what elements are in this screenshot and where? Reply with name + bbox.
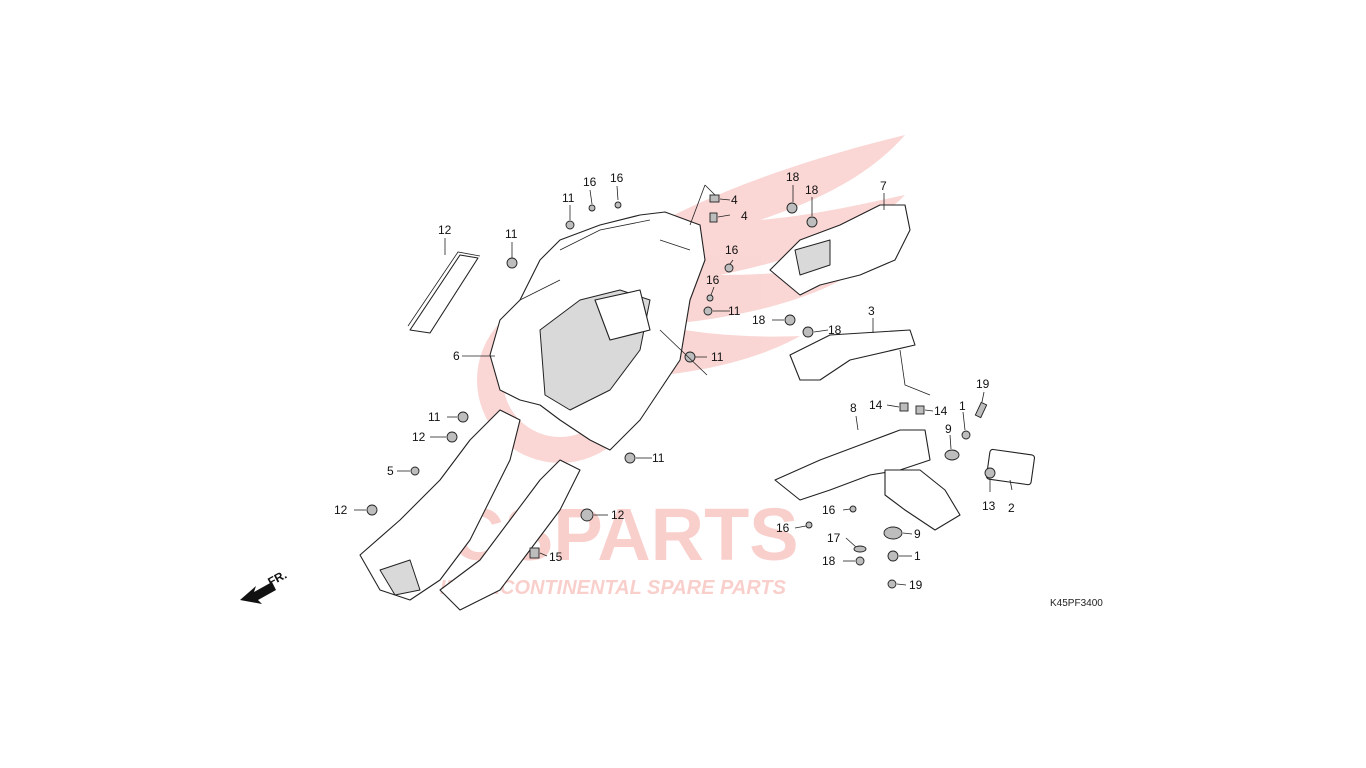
callout-14: 14	[934, 404, 948, 418]
callout-16: 16	[583, 175, 597, 189]
callout-1: 1	[914, 549, 921, 563]
front-direction-arrow: FR.	[240, 568, 289, 604]
callout-1: 1	[959, 399, 966, 413]
callout-numbers: 12 11 11 16 16 4 4 16 16 11 11 6 11 12 5…	[334, 170, 1015, 592]
callout-9: 9	[914, 527, 921, 541]
callout-16: 16	[706, 273, 720, 287]
diagram-code: K45PF3400	[1050, 598, 1103, 609]
leader-lines	[354, 184, 1013, 586]
callout-11: 11	[428, 410, 441, 424]
part-2-reflector	[985, 448, 1036, 486]
watermark-tagline: INTERCONTINENTAL SPARE PARTS	[440, 577, 787, 599]
callout-16: 16	[822, 503, 836, 517]
callout-4: 4	[741, 209, 748, 223]
callout-12: 12	[334, 503, 348, 517]
callout-9: 9	[945, 422, 952, 436]
part-8-license-bracket	[774, 429, 961, 531]
callout-16: 16	[776, 521, 790, 535]
callout-17: 17	[827, 531, 841, 545]
callout-11: 11	[505, 227, 518, 241]
callout-18: 18	[822, 554, 836, 568]
callout-11: 11	[652, 451, 665, 465]
fasteners	[366, 194, 996, 589]
callout-16: 16	[610, 171, 624, 185]
callout-7: 7	[880, 179, 887, 193]
part-10-seal-strip	[407, 251, 481, 334]
callout-14: 14	[869, 398, 883, 412]
part-3-bracket	[789, 329, 931, 396]
callout-11: 11	[562, 191, 575, 205]
callout-13: 13	[982, 499, 996, 513]
callout-6: 6	[453, 349, 460, 363]
callout-18: 18	[805, 183, 819, 197]
callout-19: 19	[976, 377, 990, 391]
callout-18: 18	[828, 323, 842, 337]
callout-12: 12	[611, 508, 625, 522]
callout-11: 11	[728, 304, 741, 318]
callout-16: 16	[725, 243, 739, 257]
callout-5: 5	[387, 464, 394, 478]
callout-10: 12	[438, 223, 452, 237]
callout-2: 2	[1008, 501, 1015, 515]
callout-4: 4	[731, 193, 738, 207]
callout-19: 19	[909, 578, 923, 592]
callout-15: 15	[549, 550, 563, 564]
callout-11: 11	[711, 350, 724, 364]
callout-18: 18	[786, 170, 800, 184]
part-rear-inner-fender-lower	[359, 409, 581, 611]
callout-18: 18	[752, 313, 766, 327]
callout-12: 12	[412, 430, 426, 444]
callout-3: 3	[868, 304, 875, 318]
part-7-cover	[769, 204, 911, 296]
part-6-rear-fender-upper	[489, 211, 706, 451]
callout-8: 8	[850, 401, 857, 415]
